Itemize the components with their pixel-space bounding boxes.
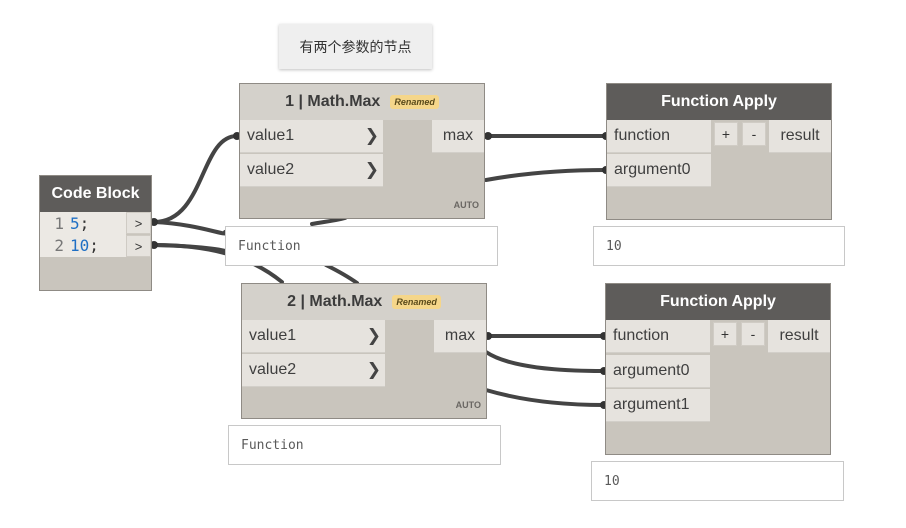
port-label: value2: [247, 161, 295, 178]
input-port-function[interactable]: function: [606, 320, 710, 353]
math-max-node-2[interactable]: 2 | Math.Max Renamed value1 ❯ value2 ❯ m…: [241, 283, 487, 419]
output-port-max[interactable]: max: [434, 320, 486, 353]
code-value: 5: [70, 214, 80, 233]
port-label: argument1: [613, 396, 690, 413]
minus-icon: -: [751, 126, 757, 142]
node-title: 1 | Math.Max: [285, 93, 381, 110]
input-port-argument0[interactable]: argument0: [606, 355, 710, 388]
node-preview-bubble[interactable]: Function: [225, 226, 498, 266]
node-preview-bubble[interactable]: 10: [593, 226, 845, 266]
node-preview-bubble[interactable]: 10: [591, 461, 844, 501]
function-apply-node-2[interactable]: Function Apply function argument0 argume…: [605, 283, 831, 455]
preview-value: Function: [238, 238, 301, 254]
preview-value: Function: [241, 437, 304, 453]
output-chevron-icon: >: [134, 238, 143, 254]
preview-value: 10: [606, 238, 622, 254]
code-line[interactable]: 2 10;: [40, 234, 102, 257]
preview-value: 10: [604, 473, 620, 489]
remove-input-button[interactable]: -: [742, 122, 766, 146]
math-max-node-1[interactable]: 1 | Math.Max Renamed value1 ❯ value2 ❯ m…: [239, 83, 485, 219]
port-label: max: [444, 327, 476, 344]
renamed-badge: Renamed: [390, 95, 439, 109]
math-max-header[interactable]: 1 | Math.Max Renamed: [240, 84, 484, 120]
minus-icon: -: [750, 326, 756, 342]
node-title: Function Apply: [660, 293, 776, 310]
function-apply-header[interactable]: Function Apply: [606, 284, 830, 320]
line-number: 2: [54, 236, 64, 255]
output-port-max[interactable]: max: [432, 120, 484, 153]
output-port-result[interactable]: result: [769, 120, 831, 153]
chevron-right-icon: ❯: [364, 160, 379, 179]
code-block-output-port[interactable]: >: [126, 235, 151, 257]
code-semicolon: ;: [89, 236, 99, 255]
input-port-argument0[interactable]: argument0: [607, 154, 711, 187]
input-port-value1[interactable]: value1 ❯: [240, 120, 383, 153]
port-label: value1: [247, 127, 295, 144]
input-port-value2[interactable]: value2 ❯: [240, 154, 383, 187]
lacing-indicator[interactable]: AUTO: [453, 200, 479, 210]
port-label: value1: [249, 327, 297, 344]
function-apply-node-1[interactable]: Function Apply function argument0 + - re…: [606, 83, 832, 220]
port-label: result: [779, 327, 819, 344]
input-port-argument1[interactable]: argument1: [606, 389, 710, 422]
wire-crossing-segment-2[interactable]: [324, 263, 359, 285]
output-port-result[interactable]: result: [768, 320, 830, 353]
wire-codeblock-to-max1-value1[interactable]: [152, 134, 239, 224]
wire-max2-to-apply2-argument1[interactable]: [484, 388, 606, 407]
port-label: argument0: [614, 161, 691, 178]
wire-codeblock-to-max2-value1[interactable]: [152, 220, 228, 236]
input-port-value1[interactable]: value1 ❯: [242, 320, 385, 353]
plus-icon: +: [720, 326, 730, 342]
wire-max2-to-apply2-argument0[interactable]: [484, 350, 606, 373]
port-label: function: [613, 327, 670, 344]
port-dot: [150, 241, 158, 249]
port-label: max: [442, 127, 474, 144]
add-input-button[interactable]: +: [714, 122, 738, 146]
port-dot: [150, 218, 158, 226]
remove-input-button[interactable]: -: [741, 322, 765, 346]
line-number: 1: [54, 214, 64, 233]
code-block-output-port[interactable]: >: [126, 212, 151, 234]
chevron-right-icon: ❯: [364, 126, 379, 145]
renamed-badge: Renamed: [392, 295, 441, 309]
chevron-right-icon: ❯: [366, 326, 381, 345]
code-block-header[interactable]: Code Block: [40, 176, 151, 212]
port-label: function: [614, 127, 671, 144]
node-title: Function Apply: [661, 93, 777, 110]
plus-icon: +: [721, 126, 731, 142]
lacing-indicator[interactable]: AUTO: [455, 400, 481, 410]
port-label: argument0: [613, 362, 690, 379]
port-label: value2: [249, 361, 297, 378]
code-block-node[interactable]: Code Block 1 5; 2 10; > >: [39, 175, 152, 291]
node-note[interactable]: 有两个参数的节点: [279, 24, 432, 69]
input-port-function[interactable]: function: [607, 120, 711, 153]
code-block-title: Code Block: [51, 185, 140, 202]
node-title: 2 | Math.Max: [287, 293, 383, 310]
code-semicolon: ;: [79, 214, 90, 233]
add-input-button[interactable]: +: [713, 322, 737, 346]
node-preview-bubble[interactable]: Function: [228, 425, 501, 465]
port-dot: [484, 132, 492, 140]
input-port-value2[interactable]: value2 ❯: [242, 354, 385, 387]
note-text: 有两个参数的节点: [299, 38, 412, 55]
code-line[interactable]: 1 5;: [40, 212, 93, 235]
code-value: 10: [70, 236, 90, 255]
math-max-header[interactable]: 2 | Math.Max Renamed: [242, 284, 486, 320]
port-label: result: [780, 127, 820, 144]
wire-max1-into-apply1-argument0[interactable]: [484, 168, 608, 182]
function-apply-header[interactable]: Function Apply: [607, 84, 831, 120]
chevron-right-icon: ❯: [366, 360, 381, 379]
output-chevron-icon: >: [134, 215, 143, 231]
